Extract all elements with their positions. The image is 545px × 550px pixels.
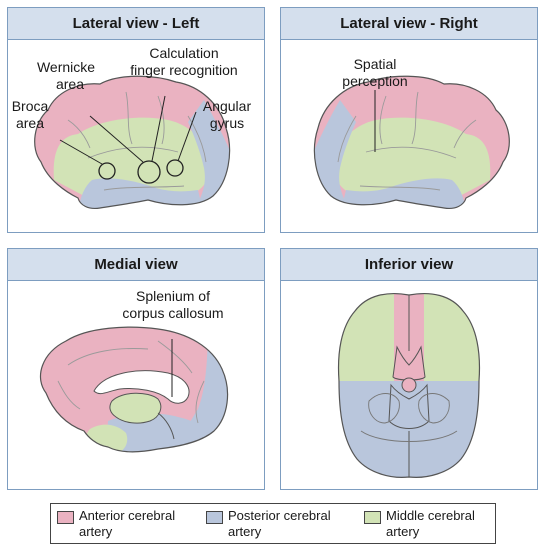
area-circles bbox=[98, 159, 184, 184]
label-spatial-line1: Spatial bbox=[354, 56, 397, 72]
mammillary-bodies bbox=[401, 377, 417, 393]
legend: Anterior cerebral artery Posterior cereb… bbox=[50, 503, 496, 544]
legend-label-line1: Posterior cerebral bbox=[228, 508, 331, 523]
temporal-lobe-right bbox=[418, 393, 450, 424]
panel-title: Inferior view bbox=[281, 249, 537, 281]
legend-label-line2: artery bbox=[386, 524, 420, 539]
legend-label-line1: Middle cerebral bbox=[386, 508, 475, 523]
label-calculation-line1: Calculation bbox=[149, 45, 218, 61]
panel-title: Lateral view - Left bbox=[8, 8, 264, 40]
brain-outline bbox=[313, 75, 510, 210]
legend-item-posterior: Posterior cerebral artery bbox=[206, 508, 331, 540]
swatch-middle bbox=[364, 511, 381, 524]
label-splenium-line2: corpus callosum bbox=[122, 305, 223, 321]
brain-medial-diagram: Splenium of corpus callosum bbox=[39, 288, 229, 453]
label-spatial-line2: perception bbox=[342, 73, 407, 89]
legend-item-anterior: Anterior cerebral artery bbox=[57, 508, 175, 540]
legend-label-line1: Anterior cerebral bbox=[79, 508, 176, 523]
thalamus-region bbox=[109, 392, 162, 424]
brain-inferior-diagram bbox=[337, 292, 481, 478]
legend-label-line2: artery bbox=[228, 524, 262, 539]
brain-lateral-right-diagram: Spatial perception bbox=[313, 56, 510, 210]
cerebellum-edge bbox=[360, 430, 458, 442]
brainstem bbox=[388, 383, 430, 429]
swatch-posterior bbox=[206, 511, 223, 524]
label-angular-line2: gyrus bbox=[210, 115, 244, 131]
corpus-callosum bbox=[93, 370, 190, 404]
label-broca-line2: area bbox=[16, 115, 44, 131]
panel-lateral-right: Lateral view - Right Spatial perception bbox=[280, 7, 538, 233]
legend-label-line2: artery bbox=[79, 524, 113, 539]
broca-circle bbox=[98, 162, 116, 180]
label-splenium-line1: Splenium of bbox=[136, 288, 210, 304]
label-broca-line1: Broca bbox=[12, 98, 49, 114]
legend-item-middle: Middle cerebral artery bbox=[364, 508, 475, 540]
label-wernicke-line1: Wernicke bbox=[37, 59, 95, 75]
middle-territory bbox=[333, 117, 491, 198]
brain-outline bbox=[34, 75, 231, 210]
panel-lateral-left: Lateral view - Left bbox=[7, 7, 265, 233]
temporal-lobe-left bbox=[368, 393, 400, 424]
middle-territory bbox=[53, 117, 211, 198]
label-calculation-line2: finger recognition bbox=[130, 62, 237, 78]
panel-title: Medial view bbox=[8, 249, 264, 281]
brain-lateral-left-diagram: Wernicke area Calculation finger recogni… bbox=[12, 45, 252, 210]
angular-circle bbox=[166, 159, 184, 177]
panel-title: Lateral view - Right bbox=[281, 8, 537, 40]
panel-medial: Medial view Splenium of corpus callosum bbox=[7, 248, 265, 490]
wernicke-circle bbox=[137, 160, 161, 184]
sulci bbox=[67, 91, 207, 191]
panel-inferior: Inferior view bbox=[280, 248, 538, 490]
swatch-anterior bbox=[57, 511, 74, 524]
label-angular-line1: Angular bbox=[203, 98, 252, 114]
brainstem-edge bbox=[157, 412, 175, 440]
label-wernicke-line2: area bbox=[56, 76, 84, 92]
brain-outline bbox=[39, 326, 229, 453]
sulci bbox=[57, 340, 205, 424]
leader-lines bbox=[59, 95, 197, 165]
